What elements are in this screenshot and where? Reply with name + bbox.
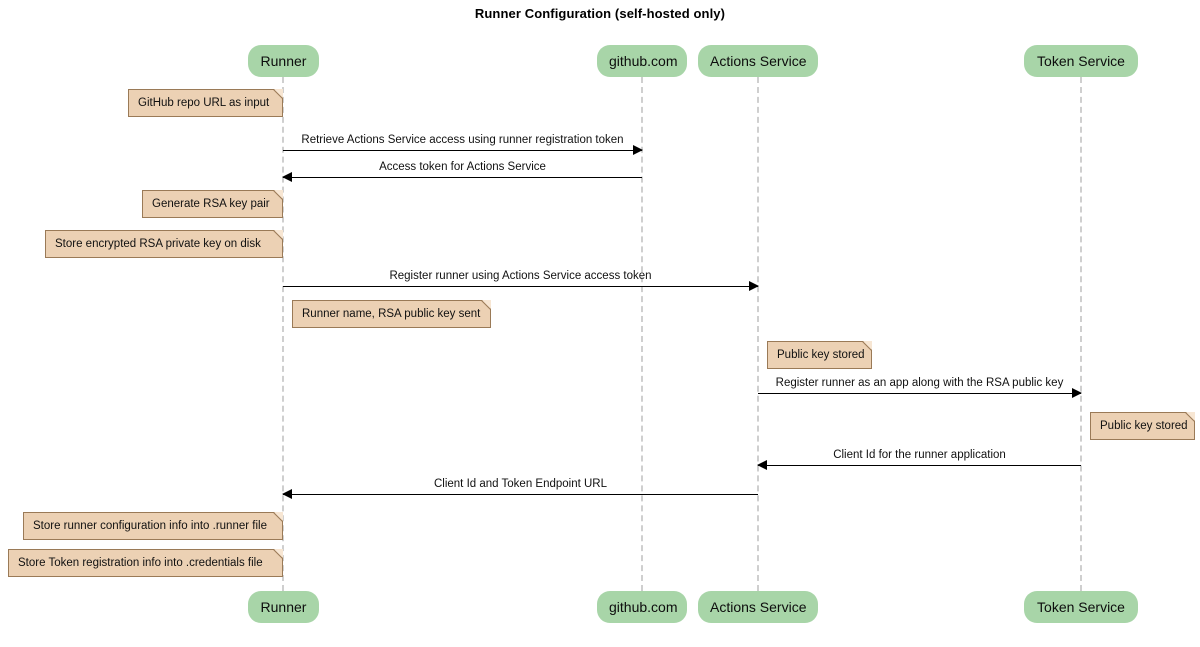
participant-footer-actions[interactable]: Actions Service (698, 591, 818, 623)
message-line (283, 150, 642, 151)
note-n8: Store Token registration info into .cred… (8, 549, 283, 577)
message-line (283, 286, 758, 287)
lifeline-github (641, 77, 643, 591)
arrowhead-icon (1072, 388, 1082, 398)
note-n7: Store runner configuration info into .ru… (23, 512, 283, 540)
note-fold-edge-icon (273, 190, 283, 200)
lifeline-runner (282, 77, 284, 591)
note-label: Public key stored (777, 349, 865, 361)
lifeline-actions (757, 77, 759, 591)
note-n6: Public key stored (1090, 412, 1195, 440)
note-n3: Store encrypted RSA private key on disk (45, 230, 283, 258)
note-fold-edge-icon (1185, 412, 1195, 422)
arrowhead-icon (757, 460, 767, 470)
participant-footer-runner[interactable]: Runner (248, 591, 319, 623)
participant-footer-github[interactable]: github.com (597, 591, 687, 623)
message-line (758, 393, 1081, 394)
message-label: Client Id and Token Endpoint URL (433, 478, 608, 490)
note-label: GitHub repo URL as input (138, 97, 270, 109)
arrowhead-icon (282, 172, 292, 182)
note-label: Public key stored (1100, 420, 1188, 432)
note-label: Generate RSA key pair (152, 198, 270, 210)
note-fold-edge-icon (273, 230, 283, 240)
message-label: Client Id for the runner application (833, 449, 1006, 461)
arrowhead-icon (749, 281, 759, 291)
participant-header-actions[interactable]: Actions Service (698, 45, 818, 77)
message-line (283, 494, 758, 495)
arrowhead-icon (282, 489, 292, 499)
note-label: Store runner configuration info into .ru… (33, 520, 267, 532)
note-fold-edge-icon (481, 300, 491, 310)
arrowhead-icon (633, 145, 643, 155)
note-fold-edge-icon (273, 549, 283, 559)
note-n4: Runner name, RSA public key sent (292, 300, 491, 328)
note-n5: Public key stored (767, 341, 872, 369)
participant-header-github[interactable]: github.com (597, 45, 687, 77)
note-n1: GitHub repo URL as input (128, 89, 283, 117)
message-label: Retrieve Actions Service access using ru… (301, 134, 624, 146)
participant-header-token[interactable]: Token Service (1024, 45, 1138, 77)
note-label: Store Token registration info into .cred… (18, 557, 263, 569)
message-label: Register runner using Actions Service ac… (389, 270, 652, 282)
participant-footer-token[interactable]: Token Service (1024, 591, 1138, 623)
message-label: Access token for Actions Service (379, 161, 546, 173)
note-fold-edge-icon (273, 89, 283, 99)
message-line (758, 465, 1081, 466)
note-fold-edge-icon (273, 512, 283, 522)
note-label: Store encrypted RSA private key on disk (55, 238, 261, 250)
page-title: Runner Configuration (self-hosted only) (474, 6, 726, 21)
participant-header-runner[interactable]: Runner (248, 45, 319, 77)
note-fold-edge-icon (862, 341, 872, 351)
message-line (283, 177, 642, 178)
note-n2: Generate RSA key pair (142, 190, 283, 218)
note-label: Runner name, RSA public key sent (302, 308, 481, 320)
lifeline-token (1080, 77, 1082, 591)
message-label: Register runner as an app along with the… (775, 377, 1064, 389)
